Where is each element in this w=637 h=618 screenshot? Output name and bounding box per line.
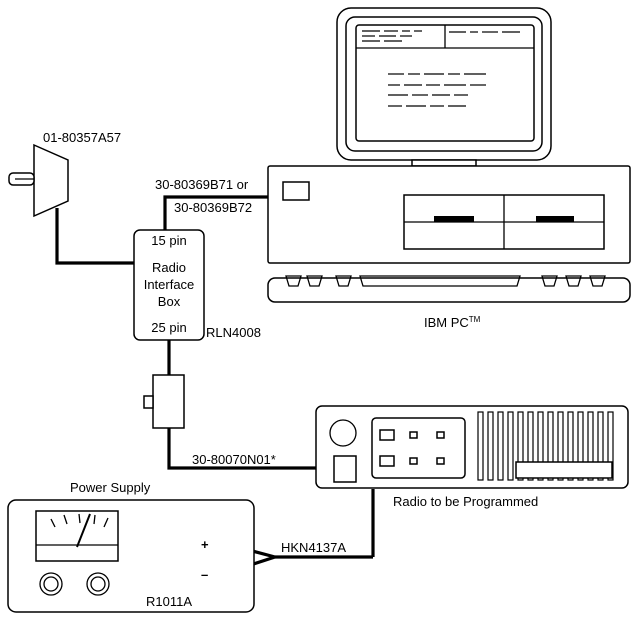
cables [55, 195, 375, 575]
radio-speaker-grille [477, 411, 614, 481]
power-meter [35, 510, 119, 562]
power-cable-label: HKN4137A [281, 540, 346, 555]
minus-sign: – [201, 567, 208, 582]
power-part-label: R1011A [146, 594, 192, 609]
radio-knob [329, 419, 357, 447]
radio-label: Radio to be Programmed [393, 494, 538, 509]
plus-sign: + [201, 537, 209, 552]
radio-cable-label: 30-80070N01* [192, 452, 276, 467]
radio-unit [315, 405, 629, 489]
rib-25pin-label: 25 pin [151, 320, 186, 335]
floppy-slot-right [536, 216, 574, 222]
power-knob-left [39, 572, 63, 596]
radio-display [515, 461, 613, 479]
power-supply-title: Power Supply [70, 480, 151, 495]
rib-name-line1: Radio [152, 260, 186, 275]
pc-cable-label-2: 30-80369B72 [174, 200, 252, 215]
floppy-slot-left [434, 216, 474, 222]
rib-name-line2: Interface [144, 277, 195, 292]
radio-port [333, 455, 357, 483]
power-supply-unit [7, 499, 255, 613]
wall-adapter [8, 143, 69, 218]
adapter-to-rib-cable [55, 208, 136, 265]
meter-needle [76, 513, 91, 548]
monitor-screen-text-lines [362, 30, 520, 107]
power-knob-right [86, 572, 110, 596]
rib-part-label: RLN4008 [206, 325, 261, 340]
pc-keyboard [267, 275, 631, 303]
power-indicator [282, 181, 310, 201]
adapter-part-label: 01-80357A57 [43, 130, 121, 145]
radio-interface-box [133, 229, 205, 341]
inline-connector [143, 374, 185, 429]
pc-label: IBM PCTM [424, 315, 481, 330]
rib-to-pc-cable [163, 195, 268, 230]
pc-monitor [336, 7, 552, 167]
connector-to-radio-cable [167, 428, 334, 470]
radio-keypad [371, 417, 466, 479]
rib-name-line3: Box [158, 294, 181, 309]
pc-cable-label-1: 30-80369B71 or [155, 177, 249, 192]
pc-system-unit [267, 165, 631, 264]
rib-15pin-label: 15 pin [151, 233, 186, 248]
